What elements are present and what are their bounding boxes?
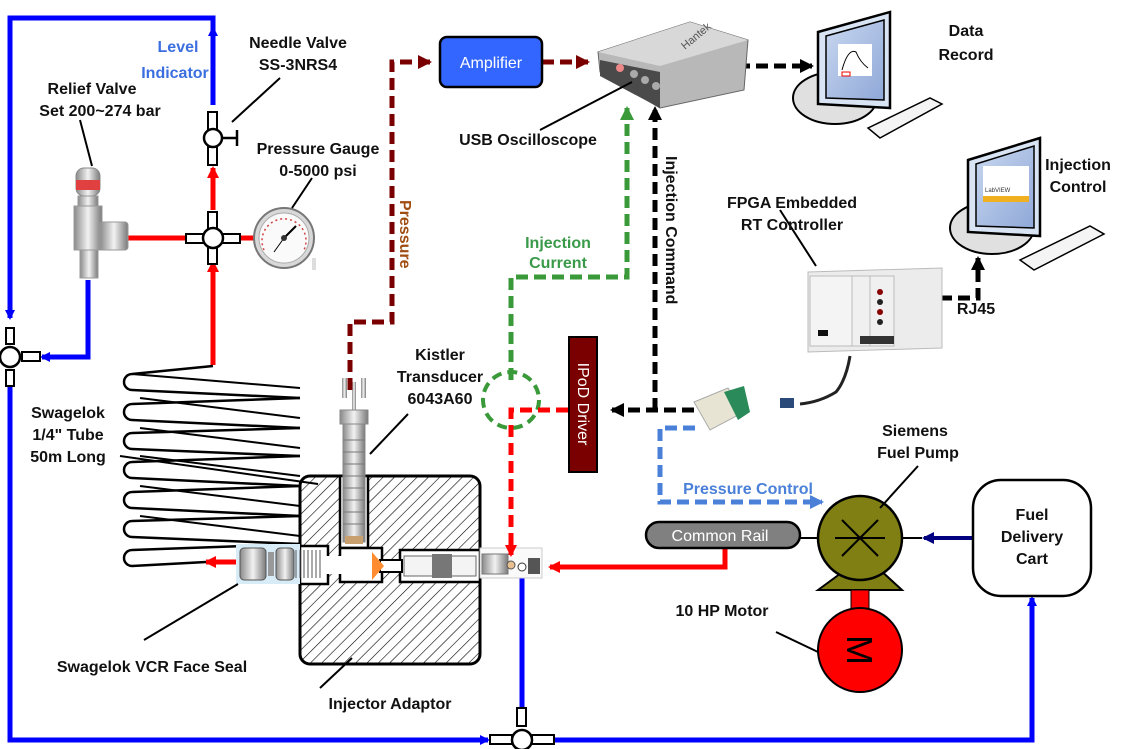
kistler-label-2: Transducer (397, 369, 483, 386)
swagelok-tube-label-3: 50m Long (30, 449, 106, 466)
tube-coil (122, 364, 301, 568)
relief-valve-label-2: Set 200~274 bar (39, 103, 160, 120)
fpga-rt-controller-image (780, 267, 943, 408)
injection-command-line (610, 106, 694, 417)
needle-valve-label-2: SS-3NRS4 (259, 57, 337, 74)
level-indicator-label-2: Indicator (141, 65, 209, 82)
cart-label-line1: Fuel (1016, 507, 1049, 524)
cross-fitting (185, 211, 241, 265)
cart-return-line (545, 596, 1037, 743)
level-indicator-label-1: Level (158, 39, 199, 56)
pressure-control-label: Pressure Control (683, 481, 813, 498)
rj45-link (940, 256, 985, 301)
injection-control-computer: LabVIEW (949, 136, 1106, 271)
siemens-pump-label-2: Fuel Pump (877, 445, 959, 462)
usb-oscilloscope-image: Hantek (597, 20, 749, 109)
injector-adaptor-label: Injector Adaptor (329, 696, 452, 713)
kistler-transducer-image (339, 378, 369, 544)
relief-valve-label-1: Relief Valve (48, 81, 137, 98)
amplifier-box: Amplifier (438, 35, 544, 89)
leader-lines (79, 77, 919, 689)
pressure-signal-line (347, 55, 590, 390)
cart-label-line3: Cart (1016, 551, 1049, 568)
kistler-label-3: 6043A60 (408, 391, 473, 408)
current-clamp-icon (481, 370, 541, 430)
relief-return-line (40, 280, 91, 362)
connector-block-image (693, 386, 750, 431)
high-pressure-lines (128, 166, 728, 573)
pressure-gauge-label-2: 0-5000 psi (279, 163, 356, 180)
data-record-computer (792, 10, 944, 139)
relief-valve-image (73, 167, 129, 279)
tee-fitting-left (0, 327, 41, 387)
needle-valve-fitting (202, 111, 239, 166)
tee-fitting-bottom (489, 707, 555, 749)
ipod-driver-box: IPoD Driver (568, 336, 598, 473)
amplifier-label: Amplifier (460, 55, 523, 72)
cart-label-line2: Delivery (1001, 529, 1063, 546)
siemens-pump-label-1: Siemens (882, 423, 948, 440)
return-line-top (7, 15, 216, 318)
motor: M (817, 589, 903, 693)
low-pressure-return-lines (5, 15, 1037, 745)
vcr-face-seal-label: Swagelok VCR Face Seal (57, 659, 247, 676)
motor-label: 10 HP Motor (675, 603, 768, 620)
ipod-driver-output-line (505, 407, 568, 557)
injection-command-label: Injection Command (662, 156, 679, 304)
fpga-label-1: FPGA Embedded (727, 195, 857, 212)
usb-oscilloscope-label: USB Oscilloscope (459, 132, 597, 149)
common-rail-to-injector-line (548, 548, 728, 573)
pressure-gauge-label-1: Pressure Gauge (257, 141, 380, 158)
keyboard-icon (866, 97, 944, 139)
injector-image (403, 547, 543, 579)
pressure-control-line (657, 425, 824, 509)
swagelok-tube-label-1: Swagelok (31, 405, 105, 422)
labview-screen-text: LabVIEW (985, 188, 1011, 194)
swagelok-tube-label-2: 1/4" Tube (32, 427, 103, 444)
injection-control-label-1: Injection (1045, 157, 1111, 174)
rj45-label: RJ45 (957, 301, 995, 318)
fuel-delivery-cart: Fuel Delivery Cart (971, 478, 1093, 598)
injection-current-label-2: Current (529, 255, 587, 272)
kistler-label-1: Kistler (415, 347, 465, 364)
fpga-label-2: RT Controller (741, 217, 843, 234)
pressure-signal-label: Pressure (396, 200, 413, 269)
keyboard-icon (1018, 225, 1106, 271)
common-rail: Common Rail (644, 520, 802, 550)
injection-control-label-2: Control (1050, 179, 1107, 196)
injection-current-label-1: Injection (525, 235, 591, 252)
needle-valve-label-1: Needle Valve (249, 35, 347, 52)
pressure-gauge-image (253, 207, 316, 270)
common-rail-label: Common Rail (672, 528, 769, 545)
motor-symbol: M (839, 635, 880, 665)
data-record-label-2: Record (938, 47, 993, 64)
vcr-face-seal-image (236, 544, 321, 584)
ipod-driver-label: IPoD Driver (574, 363, 591, 446)
siemens-fuel-pump (814, 494, 905, 591)
injection-current-line (481, 106, 634, 430)
data-record-label-1: Data (949, 23, 984, 40)
return-line-bottom (7, 375, 490, 745)
